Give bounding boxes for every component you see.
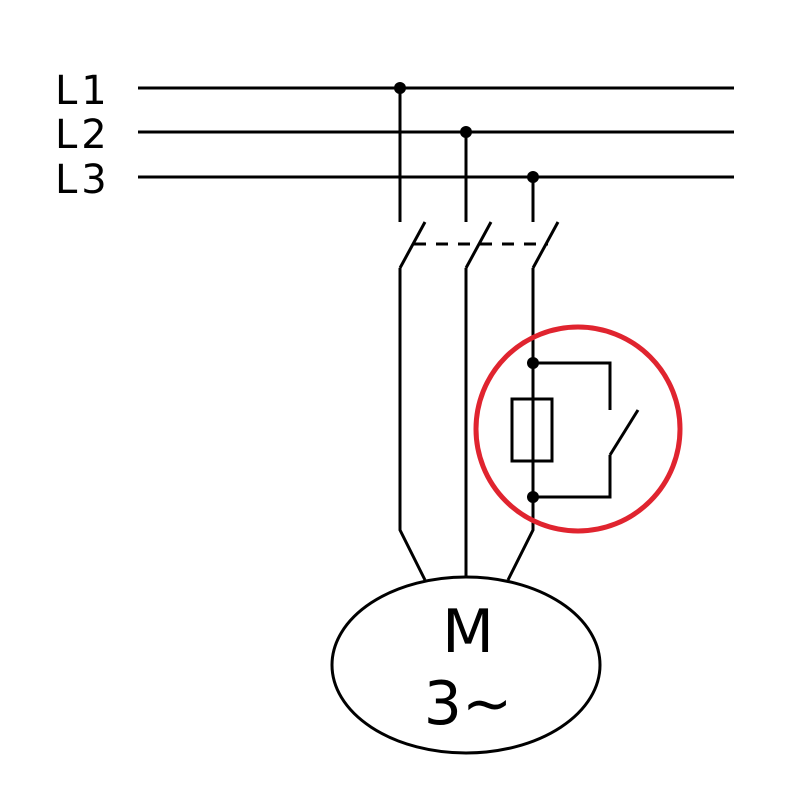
switch-blade-3: [531, 221, 560, 269]
switch-blade-1: [398, 221, 427, 269]
phase-label-l2: L2: [55, 112, 111, 158]
highlight-circle: [473, 324, 683, 534]
switch-blade-2: [464, 221, 493, 269]
overload-contact-top-lead: [533, 361, 612, 410]
motor-type-label: 3~: [424, 669, 512, 739]
phase-label-l3: L3: [55, 157, 111, 203]
conductor-1: [398, 268, 427, 581]
overload-heater-element: [510, 397, 554, 463]
overload-contact-blade: [608, 409, 640, 456]
phase-label-l1: L1: [55, 68, 111, 114]
conductor-3: [506, 268, 535, 581]
motor-symbol: M: [442, 597, 494, 667]
motor-housing: [330, 575, 602, 755]
overload-contact-bottom-lead: [533, 455, 612, 499]
